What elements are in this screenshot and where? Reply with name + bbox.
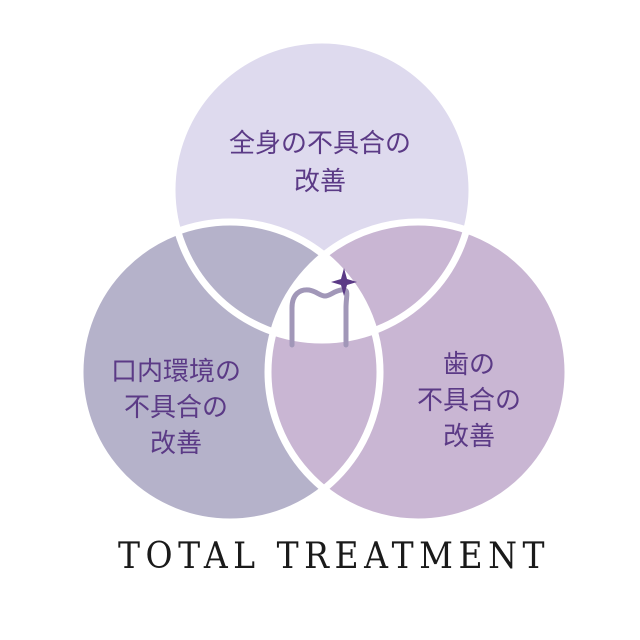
top-circle-label-line-1: 全身の不具合の — [229, 129, 411, 159]
left-circle-label-line-1: 口内環境の — [111, 357, 241, 387]
right-circle-label-line-1: 歯の — [443, 350, 495, 380]
right-circle-label-line-2: 不具合の — [417, 386, 521, 416]
tooth-icon — [289, 287, 350, 348]
right-circle-label-line-3: 改善 — [443, 422, 495, 452]
circle-outlines — [76, 36, 572, 526]
left-circle-label-line-2: 不具合の — [124, 393, 228, 423]
left-circle-label-line-3: 改善 — [150, 429, 202, 459]
caption: TOTAL TREATMENT — [118, 536, 550, 577]
top-circle-label-line-2: 改善 — [294, 167, 346, 197]
center-intersection — [268, 222, 380, 340]
sparkle-icon — [331, 268, 357, 296]
